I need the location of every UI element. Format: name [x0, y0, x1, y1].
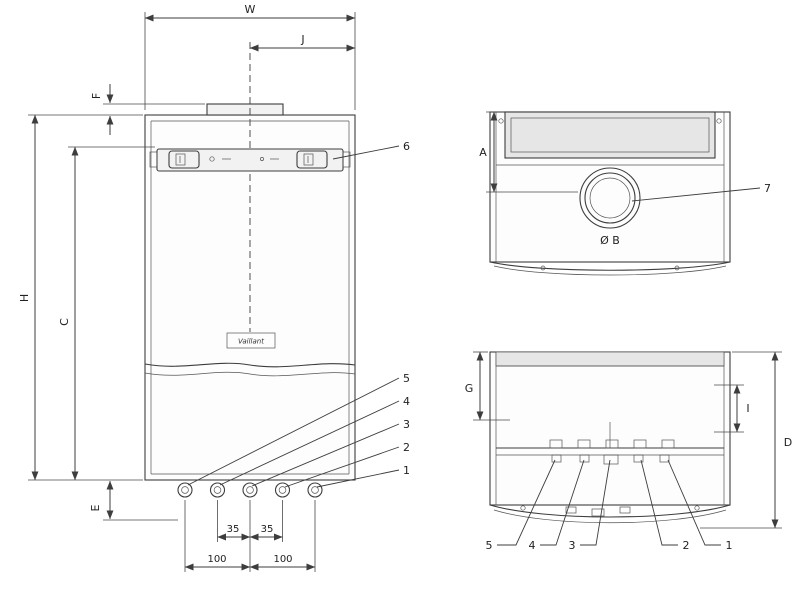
bottom-skirt-screw-right: [694, 505, 700, 511]
dim-label-d: D: [784, 436, 792, 449]
bottom-skirt-clip-3: [619, 506, 631, 514]
bracket-hole-left: [209, 156, 215, 162]
leader-7: [631, 187, 761, 202]
bottom-skirt-clip-1: [565, 506, 577, 514]
bracket-clip-right: [296, 150, 328, 169]
callout-6: 6: [403, 140, 410, 153]
dim-label-j: J: [300, 33, 304, 46]
connection-2: [209, 482, 226, 498]
dim-label-diameter-b: Ø B: [600, 234, 620, 247]
dim-label-c: C: [58, 318, 71, 326]
leader-front-5: [187, 377, 400, 486]
callout-7: 7: [764, 182, 771, 195]
panel-split-wave-lower: [144, 371, 356, 377]
callout-front-1: 1: [403, 464, 410, 477]
callout-front-4: 4: [403, 395, 410, 408]
dim-label-e: E: [89, 504, 102, 511]
front-view-dimensions: W J F H C E: [18, 3, 356, 572]
logo-frame: [226, 332, 276, 349]
bottom-connections: [177, 482, 323, 498]
leader-front-1: [316, 469, 400, 488]
bottom-view: G I D 5 4 3 2 1: [465, 351, 792, 552]
bracket-clip-right-slot: [303, 153, 314, 166]
bracket-hole-right: [260, 157, 264, 161]
leader-bottom-1: [667, 459, 721, 546]
callout-bottom-5: 5: [486, 539, 493, 552]
callout-bottom-1: 1: [726, 539, 733, 552]
leader-front-4: [219, 400, 400, 486]
dim-label-35-right: 35: [261, 524, 274, 535]
connection-1: [177, 482, 193, 498]
bottom-skirt-lower: [493, 509, 727, 524]
bottom-skirt-clip-2: [591, 508, 605, 517]
dim-label-100-left: 100: [207, 554, 226, 565]
flue-opening: [579, 167, 641, 229]
top-skirt-screw-left: [540, 265, 546, 271]
top-recess-inner: [510, 117, 710, 153]
dim-label-f: F: [90, 93, 103, 99]
bottom-view-callouts: 5 4 3 2 1: [486, 459, 733, 552]
bottom-top-band: [495, 351, 725, 367]
bracket-tab-right: [342, 151, 351, 168]
front-view: Vaillant W: [18, 3, 410, 572]
bracket-clip-left-slot: [175, 153, 186, 166]
callout-bottom-4: 4: [529, 539, 536, 552]
dim-label-h: H: [18, 294, 31, 302]
top-view: Ø B A 7: [479, 111, 771, 276]
top-skirt-upper: [489, 261, 731, 271]
callout-front-2: 2: [403, 441, 410, 454]
bottom-fittings: [549, 439, 675, 465]
top-screw-left: [498, 118, 504, 124]
top-recess-panel: [504, 111, 716, 159]
panel-split-wave-upper: [144, 362, 356, 368]
leader-bottom-3: [580, 459, 611, 546]
leader-bottom-4: [540, 459, 585, 546]
leader-6: [332, 145, 400, 160]
dim-label-a: A: [479, 146, 487, 159]
mounting-bracket: [149, 148, 351, 172]
leader-bottom-2: [640, 459, 678, 546]
top-screw-right: [716, 118, 722, 124]
dim-label-100-right: 100: [273, 554, 292, 565]
front-view-casing: [144, 42, 356, 481]
top-skirt-screw-right: [674, 265, 680, 271]
dim-label-g: G: [465, 382, 474, 395]
logo-text: Vaillant: [238, 338, 264, 346]
bracket-clip-left: [168, 150, 200, 169]
callout-bottom-3: 3: [569, 539, 576, 552]
bottom-skirt-upper: [489, 504, 731, 518]
connection-5: [307, 482, 323, 498]
dim-label-w: W: [245, 3, 256, 16]
dim-label-35-left: 35: [227, 524, 240, 535]
connection-4: [274, 482, 291, 498]
callout-front-3: 3: [403, 418, 410, 431]
leader-front-3: [251, 423, 400, 487]
callout-bottom-2: 2: [683, 539, 690, 552]
callout-front-5: 5: [403, 372, 410, 385]
front-view-callouts: 6 5 4 3 2 1: [187, 140, 410, 488]
top-skirt-lower: [493, 265, 727, 276]
bracket-tab-left: [149, 151, 158, 168]
connection-3: [242, 482, 258, 498]
dim-label-i: I: [746, 402, 749, 415]
flue-collar: [206, 103, 284, 116]
leader-front-2: [284, 446, 400, 488]
bottom-skirt-screw-left: [520, 505, 526, 511]
leader-bottom-5: [497, 459, 556, 546]
vaillant-logo: Vaillant: [226, 332, 276, 349]
